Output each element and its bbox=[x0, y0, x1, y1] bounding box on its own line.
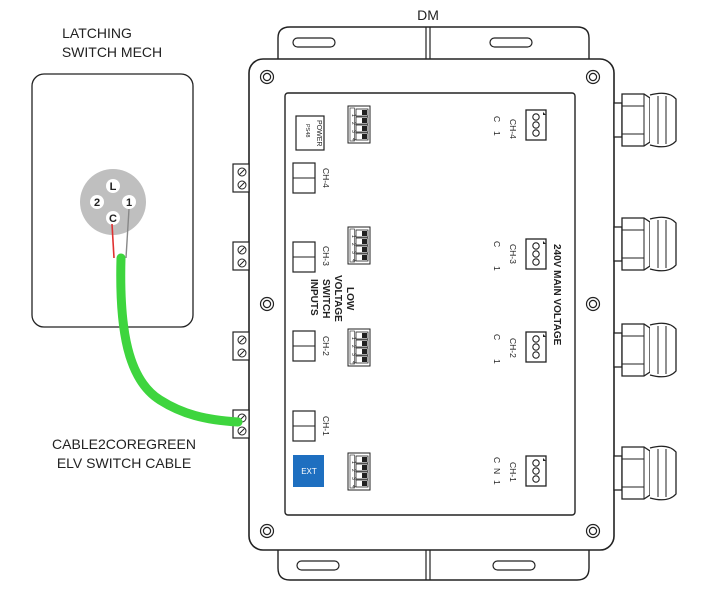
svg-text:C: C bbox=[492, 334, 502, 340]
power-model-label: PS48 bbox=[304, 124, 310, 137]
svg-text:3: 3 bbox=[350, 477, 356, 480]
top-mount-flange bbox=[277, 26, 590, 60]
svg-text:VOLTAGE: VOLTAGE bbox=[332, 275, 343, 322]
screw-icon bbox=[259, 69, 275, 85]
dip-switch: 1 2 3 4 bbox=[347, 105, 371, 144]
svg-text:2: 2 bbox=[350, 243, 356, 246]
input-terminal-ch3 bbox=[232, 241, 250, 271]
svg-text:1: 1 bbox=[492, 480, 502, 485]
input-terminal-ch2 bbox=[232, 331, 250, 361]
output-terminal-ch4 bbox=[525, 109, 547, 141]
input-channel-label: CH-3 bbox=[321, 246, 331, 266]
svg-text:3: 3 bbox=[350, 130, 356, 133]
bottom-mount-flange bbox=[277, 548, 590, 581]
terminal-2-label: 2 bbox=[94, 197, 100, 209]
enclosure-inner-panel bbox=[284, 92, 576, 516]
input-terminal-ch4 bbox=[232, 163, 250, 193]
input-relay-ch2 bbox=[292, 330, 316, 362]
svg-text:CH-3: CH-3 bbox=[508, 244, 518, 264]
mount-slot bbox=[292, 37, 336, 48]
dip-switch: 1 2 3 4 bbox=[347, 452, 371, 491]
output-terminal-ch3 bbox=[525, 238, 547, 270]
power-label: POWER bbox=[315, 120, 322, 146]
svg-text:CH-4: CH-4 bbox=[508, 119, 518, 139]
main-voltage-label: 240V MAIN VOLTAGE bbox=[551, 244, 562, 346]
cable-label-line2: ELV SWITCH CABLE bbox=[57, 455, 191, 471]
svg-text:1: 1 bbox=[350, 235, 356, 238]
terminal-1-label: 1 bbox=[126, 197, 132, 209]
mech-title-line2: SWITCH MECH bbox=[62, 44, 162, 60]
output-terminal-ch2 bbox=[525, 331, 547, 363]
mount-slot bbox=[489, 37, 533, 48]
terminal-c-label: C bbox=[109, 213, 117, 225]
terminal-c bbox=[106, 211, 120, 225]
svg-text:1: 1 bbox=[350, 114, 356, 117]
dip-switch: 1 2 3 4 bbox=[347, 328, 371, 367]
cable-gland-icon bbox=[613, 216, 677, 272]
screw-icon bbox=[585, 69, 601, 85]
output-labels-ch4: CH-4 C 1 bbox=[492, 116, 518, 139]
output-labels-ch2: CH-2 C 1 bbox=[492, 334, 518, 364]
svg-text:1: 1 bbox=[350, 461, 356, 464]
svg-text:1: 1 bbox=[492, 359, 502, 364]
cable-gland-icon bbox=[613, 92, 677, 148]
svg-text:4: 4 bbox=[350, 361, 356, 364]
svg-text:1: 1 bbox=[492, 131, 502, 136]
input-channel-label: CH-4 bbox=[321, 168, 331, 188]
red-wire bbox=[111, 223, 115, 259]
terminal-l-label: L bbox=[110, 181, 117, 193]
input-relay-ch4 bbox=[292, 162, 316, 194]
cable-gland-icon bbox=[613, 445, 677, 501]
terminal-l bbox=[106, 179, 120, 193]
svg-text:4: 4 bbox=[350, 259, 356, 262]
svg-text:4: 4 bbox=[350, 485, 356, 488]
svg-text:C: C bbox=[492, 457, 502, 463]
power-module bbox=[295, 115, 325, 151]
mech-title-line1: LATCHING bbox=[62, 25, 132, 41]
mount-slot bbox=[296, 560, 340, 571]
svg-text:SWITCH: SWITCH bbox=[320, 279, 331, 318]
svg-text:2: 2 bbox=[350, 345, 356, 348]
green-cable bbox=[116, 253, 243, 427]
low-voltage-label: LOW VOLTAGE SWITCH INPUTS bbox=[308, 275, 355, 322]
svg-text:2: 2 bbox=[350, 469, 356, 472]
svg-text:3: 3 bbox=[350, 251, 356, 254]
terminal-1 bbox=[122, 195, 136, 209]
screw-icon bbox=[259, 523, 275, 539]
svg-text:INPUTS: INPUTS bbox=[308, 279, 319, 316]
svg-text:4: 4 bbox=[350, 138, 356, 141]
svg-text:LOW: LOW bbox=[344, 287, 355, 311]
svg-text:N: N bbox=[492, 468, 502, 474]
input-channel-label: CH-1 bbox=[321, 416, 331, 436]
svg-text:3: 3 bbox=[350, 353, 356, 356]
cable-gland-icon bbox=[613, 322, 677, 378]
svg-text:C: C bbox=[492, 116, 502, 122]
svg-text:1: 1 bbox=[350, 337, 356, 340]
svg-text:2: 2 bbox=[350, 122, 356, 125]
dip-switch: 1 2 3 4 bbox=[347, 226, 371, 265]
output-labels-ch1: CH-1 C N 1 bbox=[492, 457, 518, 485]
switch-terminal-base bbox=[80, 169, 146, 235]
svg-text:1: 1 bbox=[492, 266, 502, 271]
white-wire bbox=[125, 208, 130, 259]
cable-label-line1: CABLE2COREGREEN bbox=[52, 436, 196, 452]
terminal-2 bbox=[90, 195, 104, 209]
screw-icon bbox=[585, 296, 601, 312]
svg-text:CH-1: CH-1 bbox=[508, 462, 518, 482]
ext-module bbox=[293, 455, 324, 487]
input-channel-label: CH-2 bbox=[321, 336, 331, 356]
top-label: DM bbox=[417, 7, 439, 23]
input-relay-ch3 bbox=[292, 241, 316, 273]
output-labels-ch3: CH-3 C 1 bbox=[492, 241, 518, 271]
ext-label: EXT bbox=[301, 467, 317, 476]
screw-icon bbox=[259, 296, 275, 312]
input-relay-ch1 bbox=[292, 410, 316, 442]
screw-icon bbox=[585, 523, 601, 539]
output-terminal-ch1 bbox=[525, 455, 547, 487]
svg-text:C: C bbox=[492, 241, 502, 247]
svg-text:CH-2: CH-2 bbox=[508, 338, 518, 358]
mount-slot bbox=[492, 560, 536, 571]
